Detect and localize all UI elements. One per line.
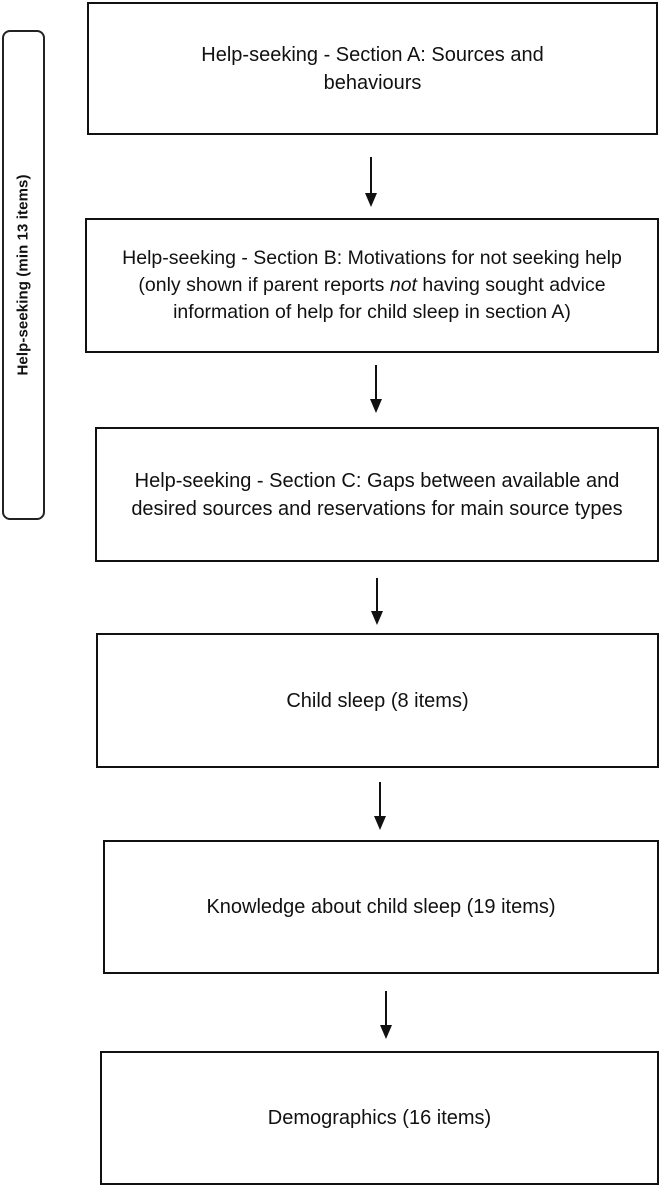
help-seeking-side-label: Help-seeking (min 13 items) xyxy=(14,174,32,376)
flow-box-f-text: Demographics (16 items) xyxy=(267,1107,492,1129)
flow-box-d-text: Child sleep (8 items) xyxy=(286,689,469,712)
flow-box-help-seeking-section-b: Help-seeking - Section B: Motivations fo… xyxy=(85,218,659,353)
flow-box-help-seeking-section-a: Help-seeking - Section A: Sources and be… xyxy=(87,2,658,135)
flow-box-b-text-after: having sought advice information of help… xyxy=(173,274,606,323)
flow-box-b-text-emphasis: not xyxy=(389,274,417,296)
flow-box-demographics: Demographics (16 items) xyxy=(100,1051,659,1185)
help-seeking-bracket xyxy=(2,30,45,520)
flow-box-b-text: Help-seeking - Section B: Motivations fo… xyxy=(107,245,637,326)
flow-box-help-seeking-section-c: Help-seeking - Section C: Gaps between a… xyxy=(95,427,659,562)
flow-box-child-sleep: Child sleep (8 items) xyxy=(96,633,659,768)
flow-box-knowledge-child-sleep: Knowledge about child sleep (19 items) xyxy=(103,840,659,974)
flow-box-c-text: Help-seeking - Section C: Gaps between a… xyxy=(131,469,623,520)
flow-box-b-text-before: Help-seeking - Section B: Motivations fo… xyxy=(122,247,622,296)
flow-box-e-text: Knowledge about child sleep (19 items) xyxy=(206,896,556,918)
flow-box-a-text: Help-seeking - Section A: Sources and be… xyxy=(201,43,544,94)
